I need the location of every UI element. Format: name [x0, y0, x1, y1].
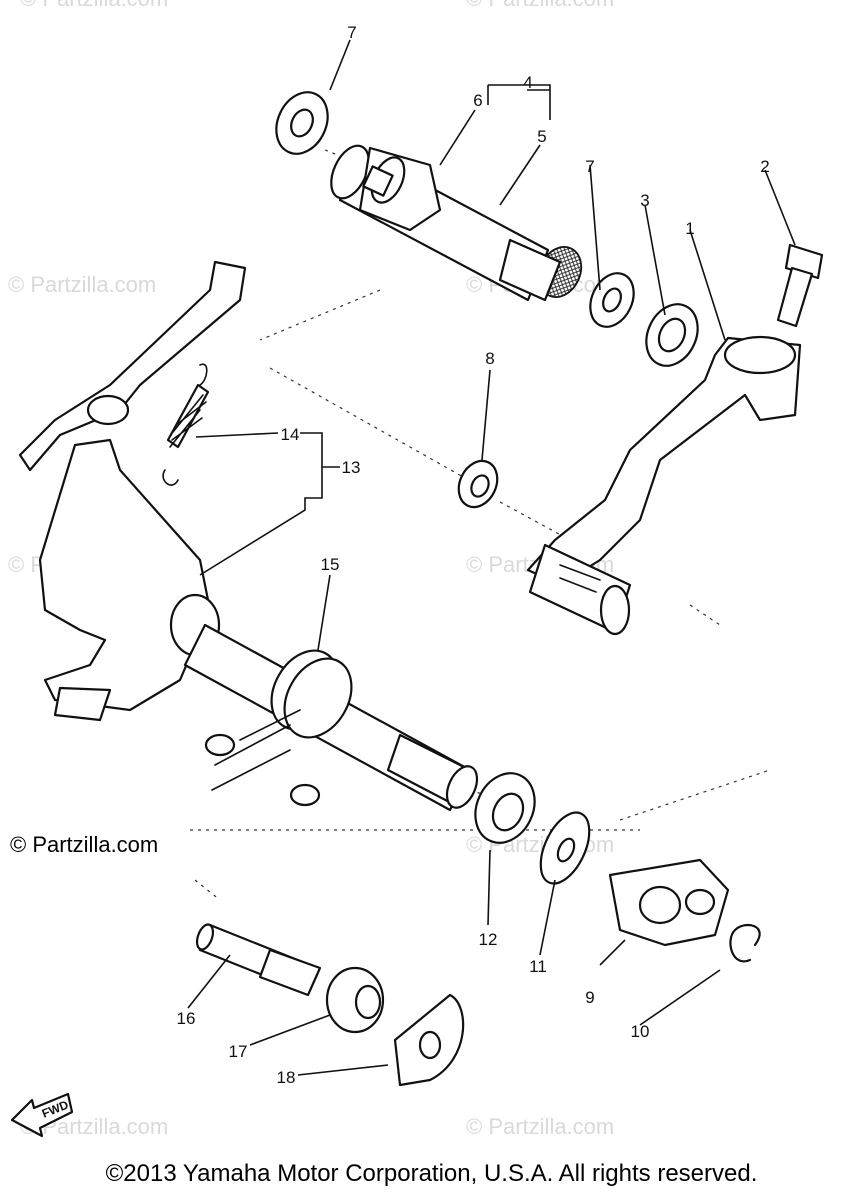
leader-lines	[187, 39, 796, 1076]
callouts: 7 4 6 5 7 3 1 2 8 14 13 15 12 11 9 10 16…	[177, 23, 770, 1087]
callout-15: 15	[321, 555, 340, 574]
callout-16: 16	[177, 1009, 196, 1028]
callout-6: 6	[473, 91, 482, 110]
part-11-plate-washer	[539, 811, 591, 885]
callout-5: 5	[537, 127, 546, 146]
callout-1: 1	[685, 219, 694, 238]
part-1-shift-pedal	[526, 335, 802, 636]
part-3-bushing	[645, 303, 699, 367]
callout-13: 13	[342, 458, 361, 477]
part-13-shift-arm	[18, 260, 247, 722]
callout-12: 12	[479, 930, 498, 949]
callout-7: 7	[585, 157, 594, 176]
part-8-seal	[457, 459, 499, 509]
callout-9: 9	[585, 988, 594, 1007]
callout-11: 11	[529, 957, 547, 976]
part-6-collar	[358, 146, 442, 232]
watermark-text: © Partzilla.com	[8, 272, 156, 297]
part-17-nut	[325, 966, 385, 1034]
part-15-shift-shaft	[183, 623, 479, 812]
part-12-washer	[474, 772, 536, 844]
callout-8: 8	[485, 349, 494, 368]
part-14-spring	[162, 363, 210, 486]
part-10-circlip	[729, 923, 761, 963]
callout-17: 17	[229, 1042, 248, 1061]
part-7-washer-upper	[275, 91, 329, 155]
part-7-washer-lower	[589, 272, 635, 328]
callout-18: 18	[277, 1068, 296, 1087]
part-18-lock-washer	[393, 993, 465, 1087]
part-5-shaft	[330, 144, 583, 302]
watermark-text: © Partzilla.com	[20, 0, 168, 11]
callout-14: 14	[281, 425, 300, 444]
callout-10: 10	[631, 1022, 650, 1041]
watermark-text: © Partzilla.com	[466, 0, 614, 11]
part-9-stopper	[608, 858, 730, 947]
callout-7: 7	[347, 23, 356, 42]
fwd-arrow-icon: FWD	[10, 1092, 74, 1138]
watermark-text: © Partzilla.com	[466, 1114, 614, 1139]
part-2-bolt	[776, 243, 824, 328]
callout-2: 2	[760, 157, 769, 176]
callout-3: 3	[640, 191, 649, 210]
part-16-stud	[195, 923, 322, 997]
callout-4: 4	[523, 73, 532, 92]
copyright-notice: ©2013 Yamaha Motor Corporation, U.S.A. A…	[105, 1160, 758, 1187]
site-credit: © Partzilla.com	[10, 832, 159, 857]
